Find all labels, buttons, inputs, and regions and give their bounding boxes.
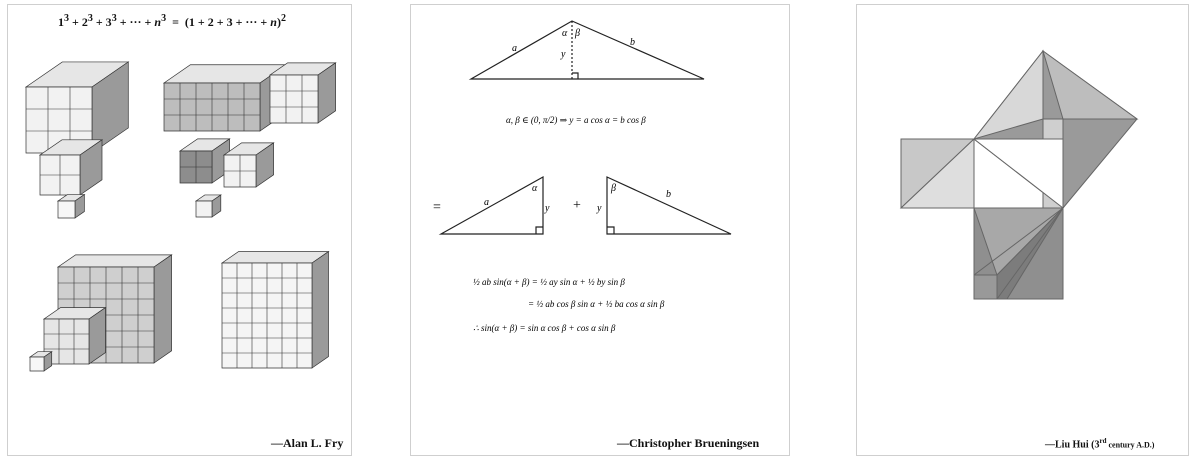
sine-addition-diagram: a b α β y α, β ∈ (0, π/2) ⇒ y = a cos α … [433, 20, 732, 333]
label-y-right: y [596, 203, 602, 214]
long-leg-line-b [996, 207, 1064, 300]
slab-6x7-grid [222, 263, 312, 368]
equals-sign: = [433, 200, 441, 215]
cube-2-grid [40, 155, 80, 195]
cube-stacks-diagram [24, 61, 337, 372]
cube-3b-grid [270, 75, 318, 123]
long-leg-small-square [973, 274, 998, 300]
left-triangle [438, 175, 544, 235]
slab-6x3-grid [164, 83, 260, 131]
stack-inner-1-front [29, 356, 45, 372]
sum-of-cubes-formula: 13 + 23 + 33 + ··· + n3 = (1 + 2 + 3 + ·… [58, 13, 286, 29]
panel-sine-addition: a b α β y α, β ∈ (0, π/2) ⇒ y = a cos α … [410, 4, 790, 456]
equation-line-3: ∴ sin(α + β) = sin α cos β + cos α sin β [473, 323, 616, 333]
panel-pythagorean-dissection: —Liu Hui (3rd century A.D.) [856, 4, 1189, 456]
condition-line: α, β ∈ (0, π/2) ⇒ y = a cos α = b cos β [506, 115, 646, 125]
mid-triangle-top [1042, 49, 1139, 120]
label-y-top: y [560, 49, 566, 60]
label-beta-right: β [610, 183, 616, 194]
slab-6x7-top [220, 251, 330, 264]
attribution-liu-hui: —Liu Hui (3rd century A.D.) [1045, 437, 1154, 450]
label-a-top: a [512, 43, 517, 54]
label-y-left: y [544, 203, 550, 214]
panel-sum-of-cubes: 13 + 23 + 33 + ··· + n3 = (1 + 2 + 3 + ·… [7, 4, 352, 456]
cube-3b-front [269, 74, 319, 124]
top-triangle [468, 20, 705, 80]
liu-hui-dissection-diagram [899, 49, 1139, 300]
label-beta-top: β [574, 28, 580, 39]
cube-1-front [57, 200, 76, 219]
right-triangle [606, 176, 732, 235]
attribution-liu-hui-suffix: century A.D.) [1106, 440, 1155, 450]
attribution-fry: —Alan L. Fry [271, 436, 344, 450]
short-leg-light-half [899, 137, 975, 209]
label-a-left: a [484, 197, 489, 208]
attribution-liu-hui-sup: rd [1099, 437, 1107, 445]
light-triangle-top [972, 49, 1044, 140]
label-alpha-left: α [532, 183, 538, 194]
attribution-brueningsen: —Christopher Brueningsen [617, 436, 760, 450]
long-leg-line-a [973, 207, 1064, 276]
slab-6x7-side [311, 250, 329, 369]
attribution-liu-hui-text: —Liu Hui (3 [1045, 439, 1100, 451]
equation-line-1: ½ ab sin(α + β) = ½ ay sin α + ½ by sin … [473, 277, 625, 287]
central-right-triangle [972, 138, 1064, 210]
cube-2c-grid [224, 155, 256, 187]
cube-1b-front [195, 200, 213, 218]
stack-6x6-side [153, 254, 172, 364]
stack-6x6-top [56, 254, 173, 268]
label-b-right: b [666, 189, 671, 200]
equation-line-2: = ½ ab cos β sin α + ½ ba cos α sin β [528, 299, 665, 309]
label-b-top: b [630, 37, 635, 48]
stack-inner-3-grid [44, 319, 89, 364]
label-alpha-top: α [562, 28, 568, 39]
cube-2b-grid [180, 151, 212, 183]
plus-sign: + [573, 198, 581, 213]
